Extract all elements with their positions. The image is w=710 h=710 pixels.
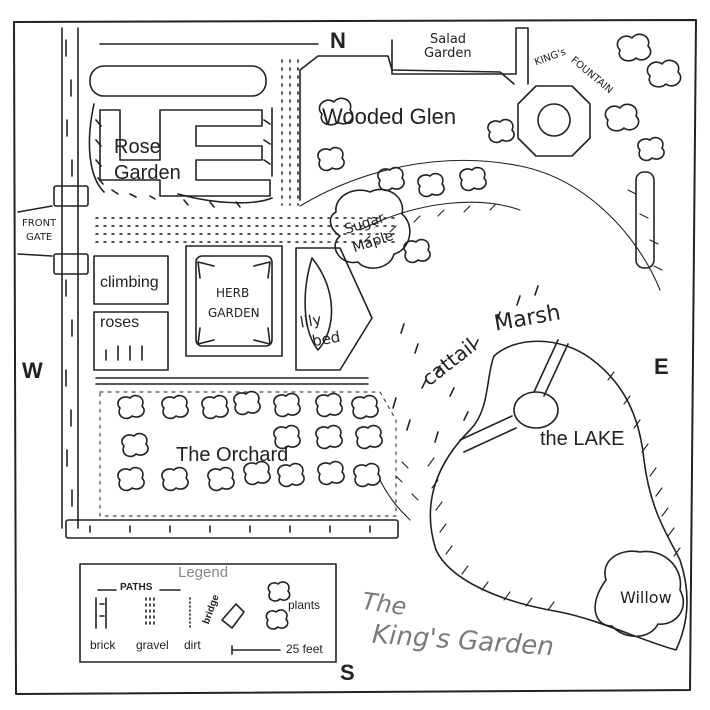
salad-garden-label-2: Garden [424, 46, 472, 61]
herb-garden-bed [185, 245, 283, 357]
gate-post-south [53, 253, 89, 275]
roses-bed [93, 311, 169, 371]
legend-box [79, 563, 337, 663]
map-border [13, 19, 697, 695]
compass-east: E [654, 354, 669, 379]
west-path [61, 27, 79, 529]
the-lake-label: the LAKE [540, 428, 625, 450]
legend-brick: brick [90, 638, 116, 652]
rose-garden-beds [99, 109, 271, 197]
gate-post-north [53, 185, 89, 207]
salad-garden-label-1: Salad [430, 32, 467, 47]
glen-trees [317, 33, 682, 264]
legend-plants: plants [288, 598, 321, 612]
lily-bed-label-1: lily [298, 310, 323, 332]
south-path [65, 519, 399, 539]
climbing-roses-bed [93, 255, 169, 305]
lake-outline [429, 340, 688, 651]
willow-label: Willow [620, 588, 672, 607]
rose-garden-label-1: Rose [114, 136, 161, 158]
wooded-glen-label: Wooded Glen [322, 104, 457, 129]
herb-garden-label-1: HERB [216, 286, 250, 300]
orchard-trees [117, 390, 383, 492]
salad-garden-box [391, 27, 529, 85]
compass-north: N [330, 28, 346, 53]
island [513, 391, 559, 429]
front-gate-label-1: FRONT [22, 218, 57, 229]
the-orchard-label: The Orchard [176, 444, 289, 466]
bridge-west [459, 415, 517, 453]
legend-gravel: gravel [136, 638, 169, 652]
rose-hedge-top [89, 65, 267, 97]
legend-paths-heading: PATHS [120, 582, 153, 593]
east-hedge [635, 171, 655, 269]
rose-garden-label-2: Garden [114, 162, 181, 184]
legend-title: Legend [178, 564, 229, 581]
compass-south: S [340, 660, 355, 685]
kings-fountain [517, 85, 591, 157]
legend-dirt: dirt [184, 638, 201, 652]
compass-west: W [22, 358, 43, 383]
climbing-label: climbing [100, 274, 159, 291]
bridge-north [533, 339, 569, 397]
herb-garden-label-2: GARDEN [208, 306, 260, 320]
lily-bed [295, 247, 373, 371]
front-gate-label-2: GATE [26, 232, 53, 243]
map-title-line-1: The [360, 587, 409, 621]
gravel-path [95, 59, 401, 243]
willow-tree [594, 550, 685, 638]
sugar-maple-tree [329, 188, 411, 269]
roses-label: roses [100, 314, 140, 331]
legend-scale: 25 feet [286, 642, 323, 656]
